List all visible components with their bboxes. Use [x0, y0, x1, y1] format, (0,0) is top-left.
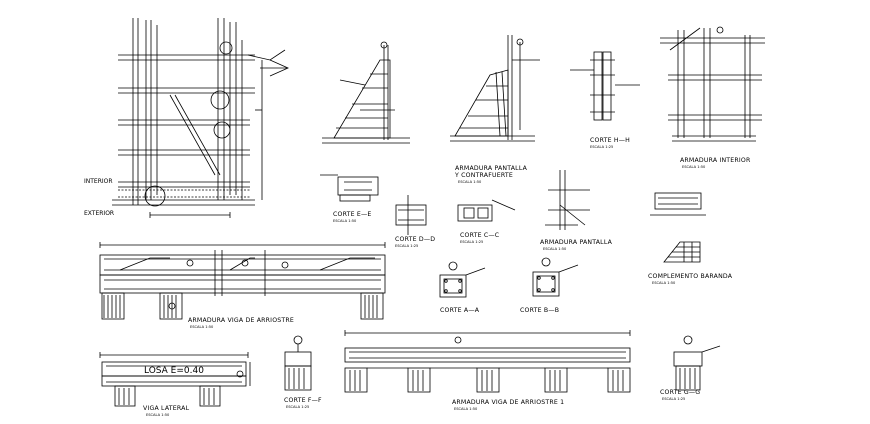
- viga-lateral-detail: [99, 352, 251, 407]
- armadura-pantalla-title-2: Y CONTRAFUERTE: [454, 172, 513, 179]
- armadura-pantalla-small-title: ARMADURA PANTALLA: [540, 239, 613, 246]
- corte-h-h-scale: ESCALA 1:25: [590, 145, 613, 149]
- corte-b-b-detail: [532, 257, 579, 297]
- viga-arriostre-title: ARMADURA VIGA DE ARRIOSTRE: [188, 317, 294, 324]
- viga-arriostre-1-elevation: [344, 330, 631, 393]
- viga-arriostre-scale: ESCALA 1:50: [190, 325, 214, 329]
- corte-e-e-detail: [320, 174, 379, 202]
- corte-f-f-title: CORTE F—F: [284, 397, 322, 404]
- armadura-interior-title: ARMADURA INTERIOR: [680, 157, 751, 164]
- corte-c-c-detail: [457, 199, 516, 222]
- corte-b-b-title: CORTE B—B: [520, 307, 559, 314]
- armadura-pantalla-small-scale: ESCALA 1:50: [543, 247, 567, 251]
- armadura-pantalla-contrafuerte: [450, 35, 540, 142]
- corte-h-h-title: CORTE H—H: [590, 137, 630, 144]
- interior-side-label: INTERIOR: [84, 178, 113, 185]
- armadura-pantalla-small-detail: [545, 170, 590, 230]
- corte-d-d-title: CORTE D—D: [395, 236, 435, 243]
- corte-d-d-detail: [395, 195, 427, 235]
- viga-arriostre-1-scale: ESCALA 1:50: [454, 407, 478, 411]
- armadura-pantalla-title-1: ARMADURA PANTALLA: [455, 165, 528, 172]
- corte-g-g-scale: ESCALA 1:25: [662, 397, 685, 401]
- corte-g-g-detail: [673, 335, 721, 391]
- complemento-baranda-title: COMPLEMENTO BARANDA: [648, 273, 733, 280]
- viga-lateral-scale: ESCALA 1:50: [146, 413, 170, 417]
- viga-lateral-title: VIGA LATERAL: [143, 405, 190, 412]
- corte-h-h-detail: [570, 51, 640, 121]
- corte-f-f-detail: [284, 335, 312, 391]
- armadura-pantalla-triangle: [322, 41, 410, 144]
- viga-arriostre-elevation: [99, 242, 386, 320]
- viga-arriostre-1-title: ARMADURA VIGA DE ARRIOSTRE 1: [452, 399, 564, 406]
- wall-elevation-detail: [112, 18, 289, 218]
- corte-g-g-title: CORTE G—G: [660, 389, 700, 396]
- corte-f-f-scale: ESCALA 1:25: [286, 405, 309, 409]
- corte-a-a-title: CORTE A—A: [440, 307, 480, 314]
- exterior-side-label: EXTERIOR: [84, 210, 114, 217]
- corte-e-e-title: CORTE E—E: [333, 211, 372, 218]
- losa-label: LOSA E=0.40: [144, 366, 204, 376]
- corte-e-e-scale: ESCALA 1:50: [333, 219, 357, 223]
- armadura-interior-scale: ESCALA 1:50: [682, 165, 706, 169]
- corte-c-c-title: CORTE C—C: [460, 232, 499, 239]
- armadura-interior-detail: [660, 26, 765, 142]
- complemento-baranda-detail: [650, 192, 706, 263]
- armadura-pantalla-scale: ESCALA 1:50: [458, 180, 482, 184]
- complemento-baranda-scale: ESCALA 1:50: [652, 281, 676, 285]
- corte-a-a-detail: [439, 261, 486, 298]
- corte-d-d-scale: ESCALA 1:25: [395, 244, 418, 248]
- corte-c-c-scale: ESCALA 1:25: [460, 240, 483, 244]
